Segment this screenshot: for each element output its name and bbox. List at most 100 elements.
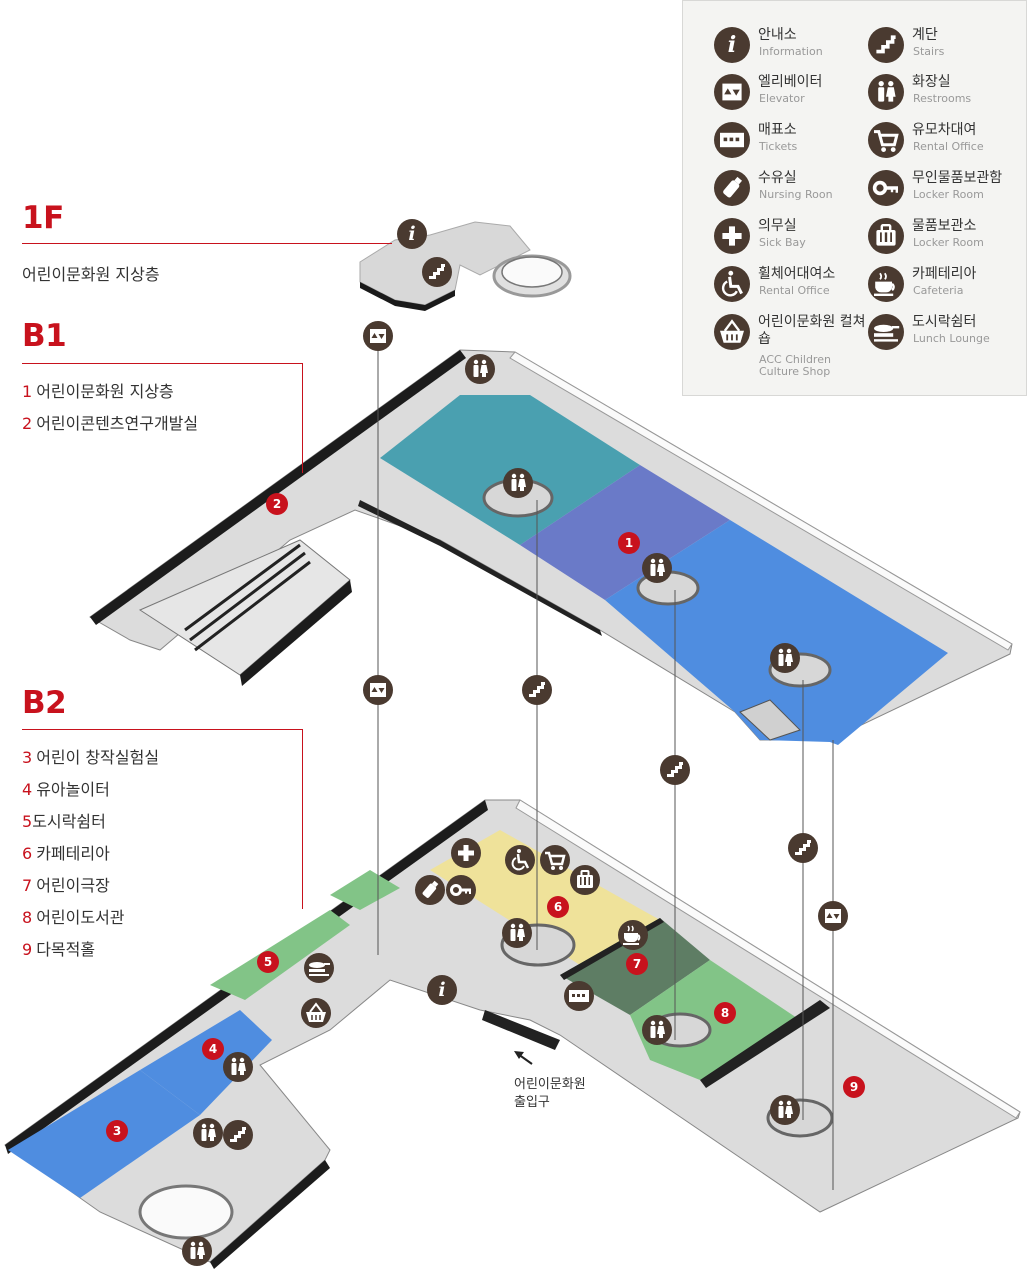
restroom-icon[interactable]: [770, 1095, 800, 1125]
restroom-icon[interactable]: [642, 553, 672, 583]
restroom-icon[interactable]: [223, 1052, 253, 1082]
legend-label-ko: 엘리베이터: [758, 74, 823, 90]
wheelchair-icon[interactable]: [503, 843, 537, 877]
cafe-icon: [866, 264, 906, 304]
level-divider-1f: [22, 243, 392, 244]
shop-basket-icon[interactable]: [300, 997, 332, 1029]
ticket-icon[interactable]: [564, 981, 594, 1011]
vertical-connectors: [377, 350, 834, 1190]
legend-item-locker-key: 무인물품보관함 Locker Room: [866, 168, 1028, 214]
stairs-icon[interactable]: [422, 257, 452, 287]
room-marker-6[interactable]: 6: [547, 896, 569, 918]
restroom-icon[interactable]: [770, 643, 800, 673]
legend-item-restrooms: 화장실 Restrooms: [868, 74, 1028, 118]
legend-item-locker: 물품보관소 Locker Room: [866, 216, 1028, 262]
info-icon[interactable]: [427, 975, 457, 1005]
legend-label-en: Restrooms: [913, 92, 972, 105]
legend-label-en: Lunch Lounge: [913, 332, 990, 345]
room-marker-9[interactable]: 9: [843, 1076, 865, 1098]
key-icon[interactable]: [444, 873, 478, 907]
legend-label-ko: 수유실: [758, 170, 797, 186]
legend-item-sick-bay: 의무실 Sick Bay: [714, 218, 874, 262]
legend-label-en: Locker Room: [913, 236, 984, 249]
info-icon[interactable]: [397, 219, 427, 249]
legend-label-en: Elevator: [759, 92, 805, 105]
restroom-icon[interactable]: [642, 1015, 672, 1045]
legend-label-ko: 휠체어대여소: [758, 266, 836, 282]
legend-label-ko: 무인물품보관함: [912, 170, 1003, 186]
svg-text:9: 9: [850, 1080, 858, 1094]
elevator-icon[interactable]: [363, 675, 393, 705]
legend-label-ko: 화장실: [912, 74, 951, 90]
legend-label-en: Nursing Roon: [759, 188, 833, 201]
legend-item-nursing: 수유실 Nursing Roon: [714, 170, 874, 214]
stairs-icon: [868, 27, 904, 63]
legend-label-en: Sick Bay: [759, 236, 806, 249]
entrance-label: 어린이문화원 출입구: [514, 1076, 586, 1112]
legend-label-ko: 계단: [912, 27, 938, 43]
legend-item-tickets: 매표소 Tickets: [714, 122, 874, 166]
svg-text:6: 6: [554, 900, 562, 914]
elevator-icon[interactable]: [363, 321, 393, 351]
room-marker-2[interactable]: 2: [266, 493, 288, 515]
stroller-icon: [866, 120, 906, 160]
room-marker-3[interactable]: 3: [106, 1120, 128, 1142]
shop-basket-icon: [712, 312, 752, 352]
restroom-icon[interactable]: [465, 354, 495, 384]
info-icon: [714, 27, 750, 63]
room-marker-5[interactable]: 5: [257, 951, 279, 973]
legend-item-lunch-lounge: 도시락쉼터 Lunch Lounge: [868, 314, 1028, 358]
legend-label-ko: 유모차대여: [912, 122, 977, 138]
room-marker-1[interactable]: 1: [618, 532, 640, 554]
legend-item-information: 안내소 Information: [714, 27, 874, 71]
lunch-icon[interactable]: [304, 953, 334, 983]
legend-label-ko: 도시락쉼터: [912, 314, 977, 330]
stairs-icon[interactable]: [522, 675, 552, 705]
level-divider-b1: [22, 363, 303, 364]
baby-bottle-icon[interactable]: [415, 875, 445, 905]
legend-label-ko: 매표소: [758, 122, 797, 138]
room-item[interactable]: 5도시락쉼터: [22, 812, 106, 831]
restroom-icon[interactable]: [193, 1118, 223, 1148]
stairs-icon[interactable]: [223, 1120, 253, 1150]
first-aid-icon: [714, 218, 750, 254]
stairs-icon[interactable]: [660, 755, 690, 785]
svg-text:4: 4: [209, 1042, 217, 1056]
legend-panel: 안내소 Information 계단 Stairs 엘리베이터 Elevator…: [682, 0, 1027, 396]
level-leader-b2: [302, 729, 303, 909]
legend-item-elevator: 엘리베이터 Elevator: [714, 74, 874, 118]
legend-label-en: Rental Office: [759, 284, 830, 297]
legend-label-en: Rental Office: [913, 140, 984, 153]
floor-b1-structure: [89, 349, 1013, 745]
legend-label-en: Cafeteria: [913, 284, 964, 297]
room-marker-8[interactable]: 8: [714, 1002, 736, 1024]
room-marker-7[interactable]: 7: [626, 953, 648, 975]
cafe-icon[interactable]: [617, 919, 649, 951]
restroom-icon[interactable]: [503, 468, 533, 498]
locker-icon[interactable]: [569, 864, 601, 896]
legend-label-ko: 물품보관소: [912, 218, 977, 234]
room-marker-4[interactable]: 4: [202, 1038, 224, 1060]
stroller-icon[interactable]: [538, 843, 572, 877]
key-icon: [866, 168, 906, 208]
room-markers: 1 2 3 4 5 6 7 8 9: [106, 493, 865, 1142]
restroom-icon[interactable]: [182, 1236, 212, 1266]
svg-text:3: 3: [113, 1124, 121, 1138]
entrance-label-line1: 어린이문화원: [514, 1077, 586, 1092]
legend-label-en: Tickets: [759, 140, 798, 153]
level-title-b2: B2: [22, 685, 67, 721]
elevator-icon[interactable]: [818, 901, 848, 931]
svg-text:5: 5: [264, 955, 272, 969]
stairs-icon[interactable]: [788, 833, 818, 863]
first-aid-icon[interactable]: [451, 838, 481, 868]
restroom-icon[interactable]: [502, 918, 532, 948]
